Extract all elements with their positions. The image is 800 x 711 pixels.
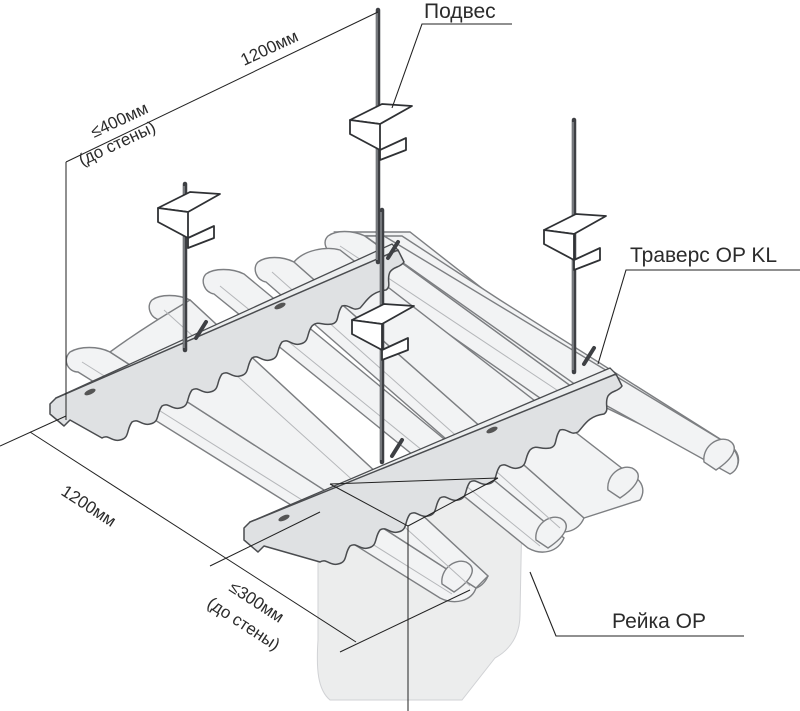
dim-bottom-span: 1200мм bbox=[58, 481, 120, 530]
rail-end-curl bbox=[441, 560, 473, 593]
hanger-bracket bbox=[349, 103, 413, 161]
leader-hanger bbox=[391, 23, 512, 109]
rail-end-curl bbox=[535, 516, 567, 549]
dim-top-span: 1200мм bbox=[238, 27, 301, 70]
traverse-right bbox=[243, 367, 623, 566]
rail-end-curl bbox=[703, 438, 735, 471]
rail-group bbox=[65, 230, 740, 603]
hanger-bracket bbox=[157, 191, 221, 249]
dimension-lines bbox=[0, 11, 471, 653]
label-hanger: Подвес bbox=[424, 0, 496, 23]
leader-rail bbox=[529, 571, 744, 637]
hanger-bracket bbox=[543, 213, 607, 271]
wall-corner-lines bbox=[329, 477, 499, 711]
label-traverse: Траверс OP KL bbox=[630, 244, 777, 267]
hanger-bracket bbox=[351, 303, 415, 361]
leader-traverse bbox=[597, 269, 800, 365]
label-rail: Рейка OP bbox=[612, 610, 706, 633]
traverse-left bbox=[49, 243, 405, 442]
rail-end-curl bbox=[607, 466, 639, 499]
